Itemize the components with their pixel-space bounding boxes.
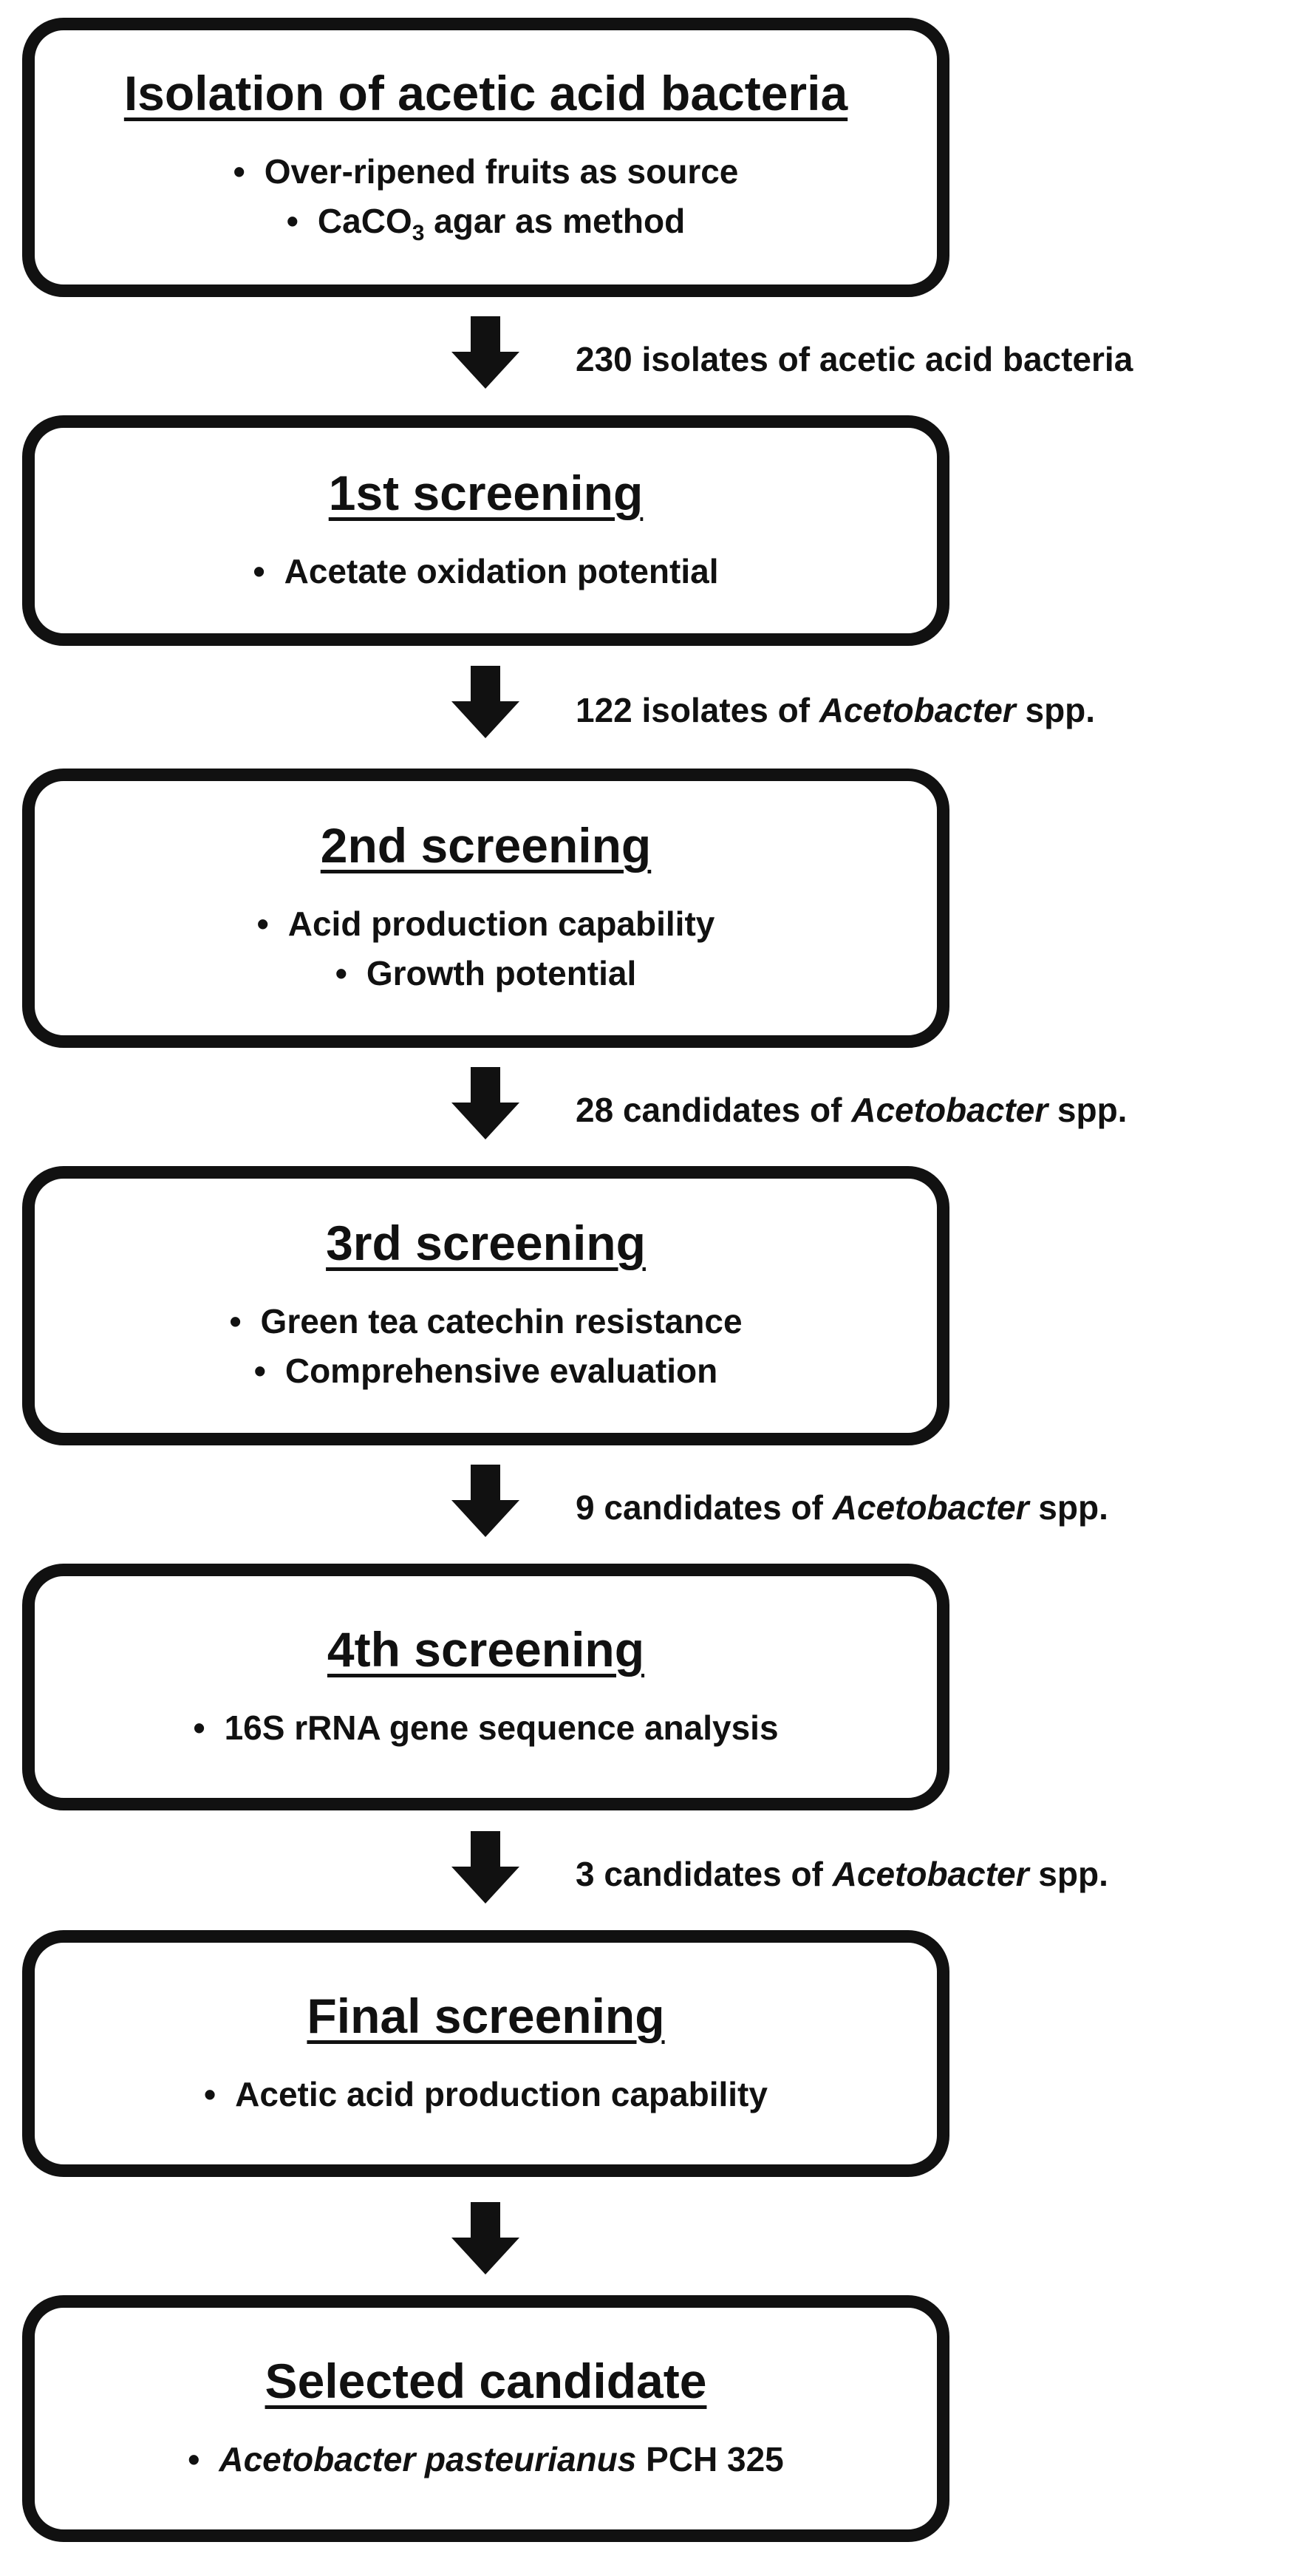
box-title: Final screening — [307, 1988, 665, 2043]
box-selected-candidate: Selected candidate •Acetobacter pasteuri… — [22, 2295, 949, 2542]
arrow-label: 122 isolates of Acetobacter spp. — [576, 691, 1096, 729]
box-title: 4th screening — [327, 1621, 645, 1677]
box-4th-screening: 4th screening •16S rRNA gene sequence an… — [22, 1564, 949, 1810]
bullet-list: •Acetate oxidation potential — [253, 547, 719, 596]
bullet-list: •Acetobacter pasteurianus PCH 325 — [188, 2435, 784, 2484]
down-arrow-icon — [451, 1067, 519, 1139]
box-title: 3rd screening — [326, 1216, 646, 1271]
bullet-item: •Over-ripened fruits as source — [233, 151, 739, 191]
box-title: 2nd screening — [320, 818, 652, 873]
arrow-label: 3 candidates of Acetobacter spp. — [576, 1855, 1108, 1893]
box-title: Selected candidate — [265, 2353, 707, 2408]
bullet-list: •Over-ripened fruits as source •CaCO3 ag… — [233, 147, 739, 249]
bullet-item: •16S rRNA gene sequence analysis — [193, 1708, 779, 1747]
box-1st-screening: 1st screening •Acetate oxidation potenti… — [22, 415, 949, 646]
arrow-label: 230 isolates of acetic acid bacteria — [576, 340, 1133, 378]
bullet-item: •CaCO3 agar as method — [286, 201, 686, 245]
box-isolation: Isolation of acetic acid bacteria •Over-… — [22, 18, 949, 297]
box-title: Isolation of acetic acid bacteria — [123, 65, 848, 120]
box-final-screening: Final screening •Acetic acid production … — [22, 1930, 949, 2177]
bullet-list: •Acetic acid production capability — [204, 2070, 768, 2119]
down-arrow-icon — [451, 1831, 519, 1904]
arrow-label: 28 candidates of Acetobacter spp. — [576, 1091, 1128, 1129]
down-arrow-icon — [451, 2202, 519, 2275]
box-3rd-screening: 3rd screening •Green tea catechin resist… — [22, 1166, 949, 1445]
bullet-item: •Comprehensive evaluation — [253, 1351, 718, 1390]
down-arrow-icon — [451, 316, 519, 389]
bullet-item: •Green tea catechin resistance — [229, 1302, 743, 1341]
bullet-item: •Acid production capability — [256, 904, 715, 944]
arrow-label: 9 candidates of Acetobacter spp. — [576, 1488, 1108, 1527]
down-arrow-icon — [451, 1465, 519, 1537]
down-arrow-icon — [451, 666, 519, 738]
bullet-item: •Acetobacter pasteurianus PCH 325 — [188, 2439, 784, 2478]
bullet-list: •16S rRNA gene sequence analysis — [193, 1703, 778, 1753]
bullet-item: •Growth potential — [335, 953, 637, 992]
bullet-list: •Acid production capability •Growth pote… — [257, 899, 715, 998]
bullet-item: •Acetic acid production capability — [204, 2074, 768, 2113]
box-title: 1st screening — [328, 465, 644, 520]
bullet-list: •Green tea catechin resistance •Comprehe… — [229, 1297, 742, 1395]
box-2nd-screening: 2nd screening •Acid production capabilit… — [22, 769, 949, 1048]
bullet-item: •Acetate oxidation potential — [253, 551, 719, 590]
